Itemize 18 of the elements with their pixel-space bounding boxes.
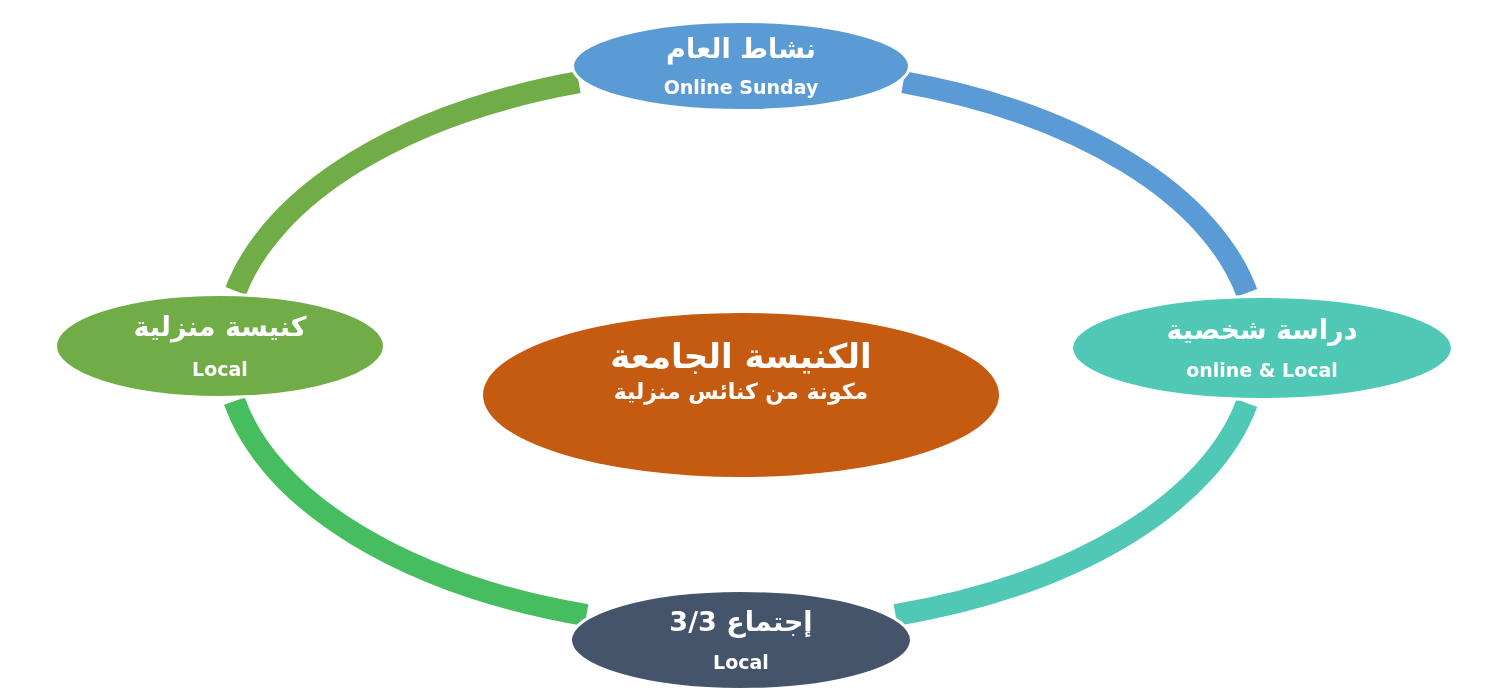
ring-arc bbox=[224, 396, 589, 626]
node-subtitle: Local bbox=[713, 651, 769, 675]
ellipse-node bbox=[571, 20, 911, 112]
node-subtitle: online & Local bbox=[1186, 359, 1338, 383]
node-title: إجتماع 3/3 bbox=[669, 605, 813, 639]
node-subtitle: Local bbox=[192, 358, 248, 382]
ring-arc bbox=[225, 71, 582, 296]
ring-arc bbox=[900, 71, 1257, 298]
node-title: دراسة شخصية bbox=[1166, 313, 1358, 347]
node-title: الكنيسة الجامعة bbox=[610, 335, 872, 378]
ellipse-node bbox=[569, 589, 913, 691]
node-title: كنيسة منزلية bbox=[133, 310, 307, 344]
ellipse-node bbox=[1070, 295, 1454, 401]
node-title: نشاط العام bbox=[666, 32, 816, 66]
node-subtitle: Online Sunday bbox=[663, 76, 819, 100]
ellipse-node bbox=[54, 293, 386, 399]
ring-arc bbox=[893, 398, 1257, 626]
node-subtitle: مكونة من كنائس منزلية bbox=[613, 377, 869, 405]
